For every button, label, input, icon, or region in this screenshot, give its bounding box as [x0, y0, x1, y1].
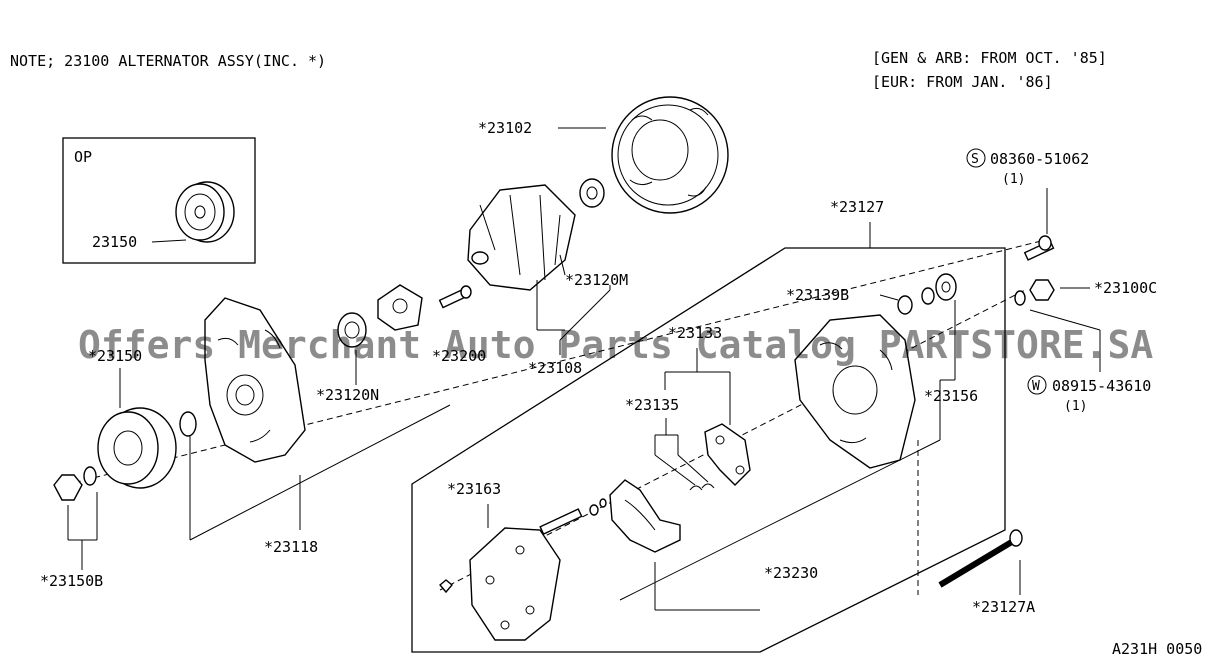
front-bearing-23120N	[337, 312, 367, 348]
rear-cover-23163	[469, 527, 561, 641]
label-23150B: *23150B	[40, 572, 103, 590]
watermark: Offers Merchant Auto Parts Catalog PARTS…	[78, 323, 1153, 367]
label-23139B: *23139B	[786, 286, 849, 304]
applicability-line-1: [GEN & ARB: FROM OCT. '85]	[872, 49, 1107, 67]
screw-08360-51062	[1023, 235, 1055, 261]
assembly-note: NOTE; 23100 ALTERNATOR ASSY(INC. *)	[10, 52, 326, 70]
label-23200: *23200	[432, 347, 486, 365]
retainer-plate-icon	[377, 284, 423, 331]
clips-23135	[689, 483, 715, 491]
washer-symbol: W	[1032, 379, 1040, 394]
assembly-axis-line	[64, 239, 1046, 486]
label-23120N: *23120N	[316, 386, 379, 404]
nut-23100C	[1029, 279, 1055, 301]
terminal-bolt-icon	[539, 498, 607, 536]
label-23100C: *23100C	[1094, 279, 1157, 297]
screw-symbol: S	[971, 152, 979, 167]
optional-parts-box: OP 23150	[62, 137, 256, 264]
op-box-title: OP	[74, 148, 92, 166]
op-pulley-icon	[175, 181, 235, 243]
front-bearing-icon	[579, 178, 605, 208]
rear-housing-icon	[794, 314, 916, 469]
label-23108: *23108	[528, 359, 582, 377]
through-bolt-23127A	[938, 529, 1023, 588]
label-23127: *23127	[830, 198, 884, 216]
washer-part-number: 08915-43610	[1052, 377, 1151, 395]
label-23135: *23135	[625, 396, 679, 414]
label-23133: *23133	[668, 324, 722, 342]
rotor-23108	[467, 184, 576, 291]
regulator-bracket-23133	[704, 423, 751, 486]
screw-part-number: 08360-51062	[990, 150, 1089, 168]
screw-symbol-icon	[966, 148, 986, 168]
op-box-part-label: 23150	[92, 233, 137, 251]
diagram-code: A231H 0050	[1112, 640, 1202, 658]
washer-23139B	[921, 287, 935, 305]
label-23230: *23230	[764, 564, 818, 582]
applicability-line-2: [EUR: FROM JAN. '86]	[872, 73, 1053, 91]
pulley-nut-washer-23150B	[53, 466, 97, 501]
pulley-23150	[97, 407, 177, 489]
label-23118: *23118	[264, 538, 318, 556]
screw-23200	[438, 285, 472, 309]
label-23156: *23156	[924, 387, 978, 405]
washer-08915-43610	[1014, 290, 1026, 306]
screw-quantity: (1)	[1002, 172, 1025, 187]
stator-23102	[611, 96, 729, 214]
label-23163: *23163	[447, 480, 501, 498]
washer-quantity: (1)	[1064, 399, 1087, 414]
front-housing-23118	[204, 297, 306, 463]
label-23102: *23102	[478, 119, 532, 137]
brush-holder-23230	[609, 479, 681, 553]
washer-symbol-icon	[1027, 375, 1047, 395]
spacer-ring-icon	[179, 411, 197, 437]
label-23120M: *23120M	[565, 271, 628, 289]
bushing-23139B	[897, 295, 913, 315]
rear-bearing-23156	[935, 273, 957, 301]
rear-assembly-outline	[411, 247, 1006, 653]
label-23127A: *23127A	[972, 598, 1035, 616]
cover-nut-icon	[439, 579, 453, 594]
label-23150: *23150	[88, 347, 142, 365]
